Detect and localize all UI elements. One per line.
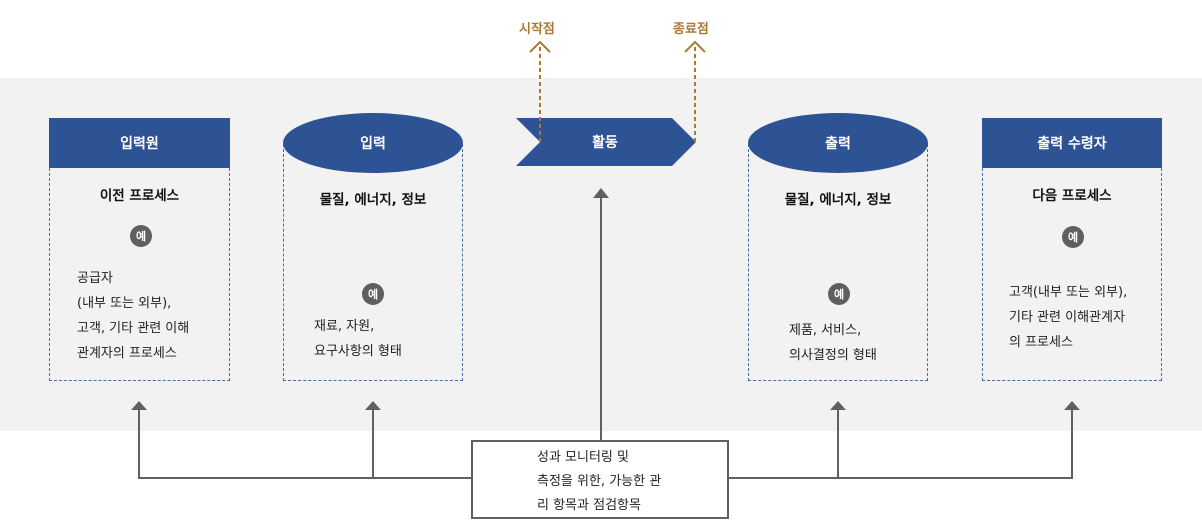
example-badge: 예	[130, 225, 152, 247]
monitoring-box: 성과 모니터링 및 측정을 위한, 가능한 관 리 항목과 점검항목	[471, 440, 729, 519]
arrow-to-input	[365, 401, 381, 410]
input-header: 입력	[283, 113, 463, 173]
output-description: 제품, 서비스, 의사결정의 형태	[789, 323, 877, 363]
activity-chevron-shape	[516, 118, 696, 166]
input-source-box: 이전 프로세스 예 공급자 (내부 또는 외부), 고객, 기타 관련 이해 관…	[49, 168, 230, 381]
output-recipient-title: 다음 프로세스	[1032, 188, 1112, 204]
output-recipient-header: 출력 수령자	[982, 118, 1162, 168]
example-badge: 예	[362, 283, 384, 305]
start-marker-arrow	[529, 40, 551, 142]
input-description: 재료, 자원, 요구사항의 형태	[314, 319, 402, 359]
activity-label: 활동	[592, 135, 618, 151]
arrow-to-output-recipient	[1064, 401, 1080, 410]
arrow-to-output	[830, 401, 846, 410]
example-badge: 예	[828, 283, 850, 305]
arrow-to-input-source	[131, 401, 147, 410]
example-badge: 예	[1062, 226, 1084, 248]
monitoring-connectors	[138, 196, 1073, 479]
output-header: 출력	[748, 113, 928, 173]
output-title: 물질, 에너지, 정보	[784, 192, 892, 208]
monitoring-text: 성과 모니터링 및 측정을 위한, 가능한 관 리 항목과 점검항목	[537, 450, 662, 513]
input-box: 물질, 에너지, 정보 예 재료, 자원, 요구사항의 형태	[283, 144, 463, 381]
input-source-description: 공급자 (내부 또는 외부), 고객, 기타 관련 이해 관계자의 프로세스	[77, 271, 190, 361]
input-title: 물질, 에너지, 정보	[319, 192, 427, 208]
start-point-label: 시작점	[519, 22, 555, 37]
arrowheads	[131, 188, 1080, 410]
arrow-to-activity	[593, 188, 609, 198]
end-point-label: 종료점	[673, 22, 709, 37]
input-source-header: 입력원	[49, 118, 230, 168]
output-recipient-description: 고객(내부 또는 외부), 기타 관련 이해관계자 의 프로세스	[1009, 285, 1128, 350]
end-marker-arrow	[684, 40, 706, 142]
input-source-title: 이전 프로세스	[99, 188, 180, 204]
output-recipient-box: 다음 프로세스 예 고객(내부 또는 외부), 기타 관련 이해관계자 의 프로…	[982, 168, 1162, 381]
output-box: 물질, 에너지, 정보 예 제품, 서비스, 의사결정의 형태	[748, 144, 928, 381]
